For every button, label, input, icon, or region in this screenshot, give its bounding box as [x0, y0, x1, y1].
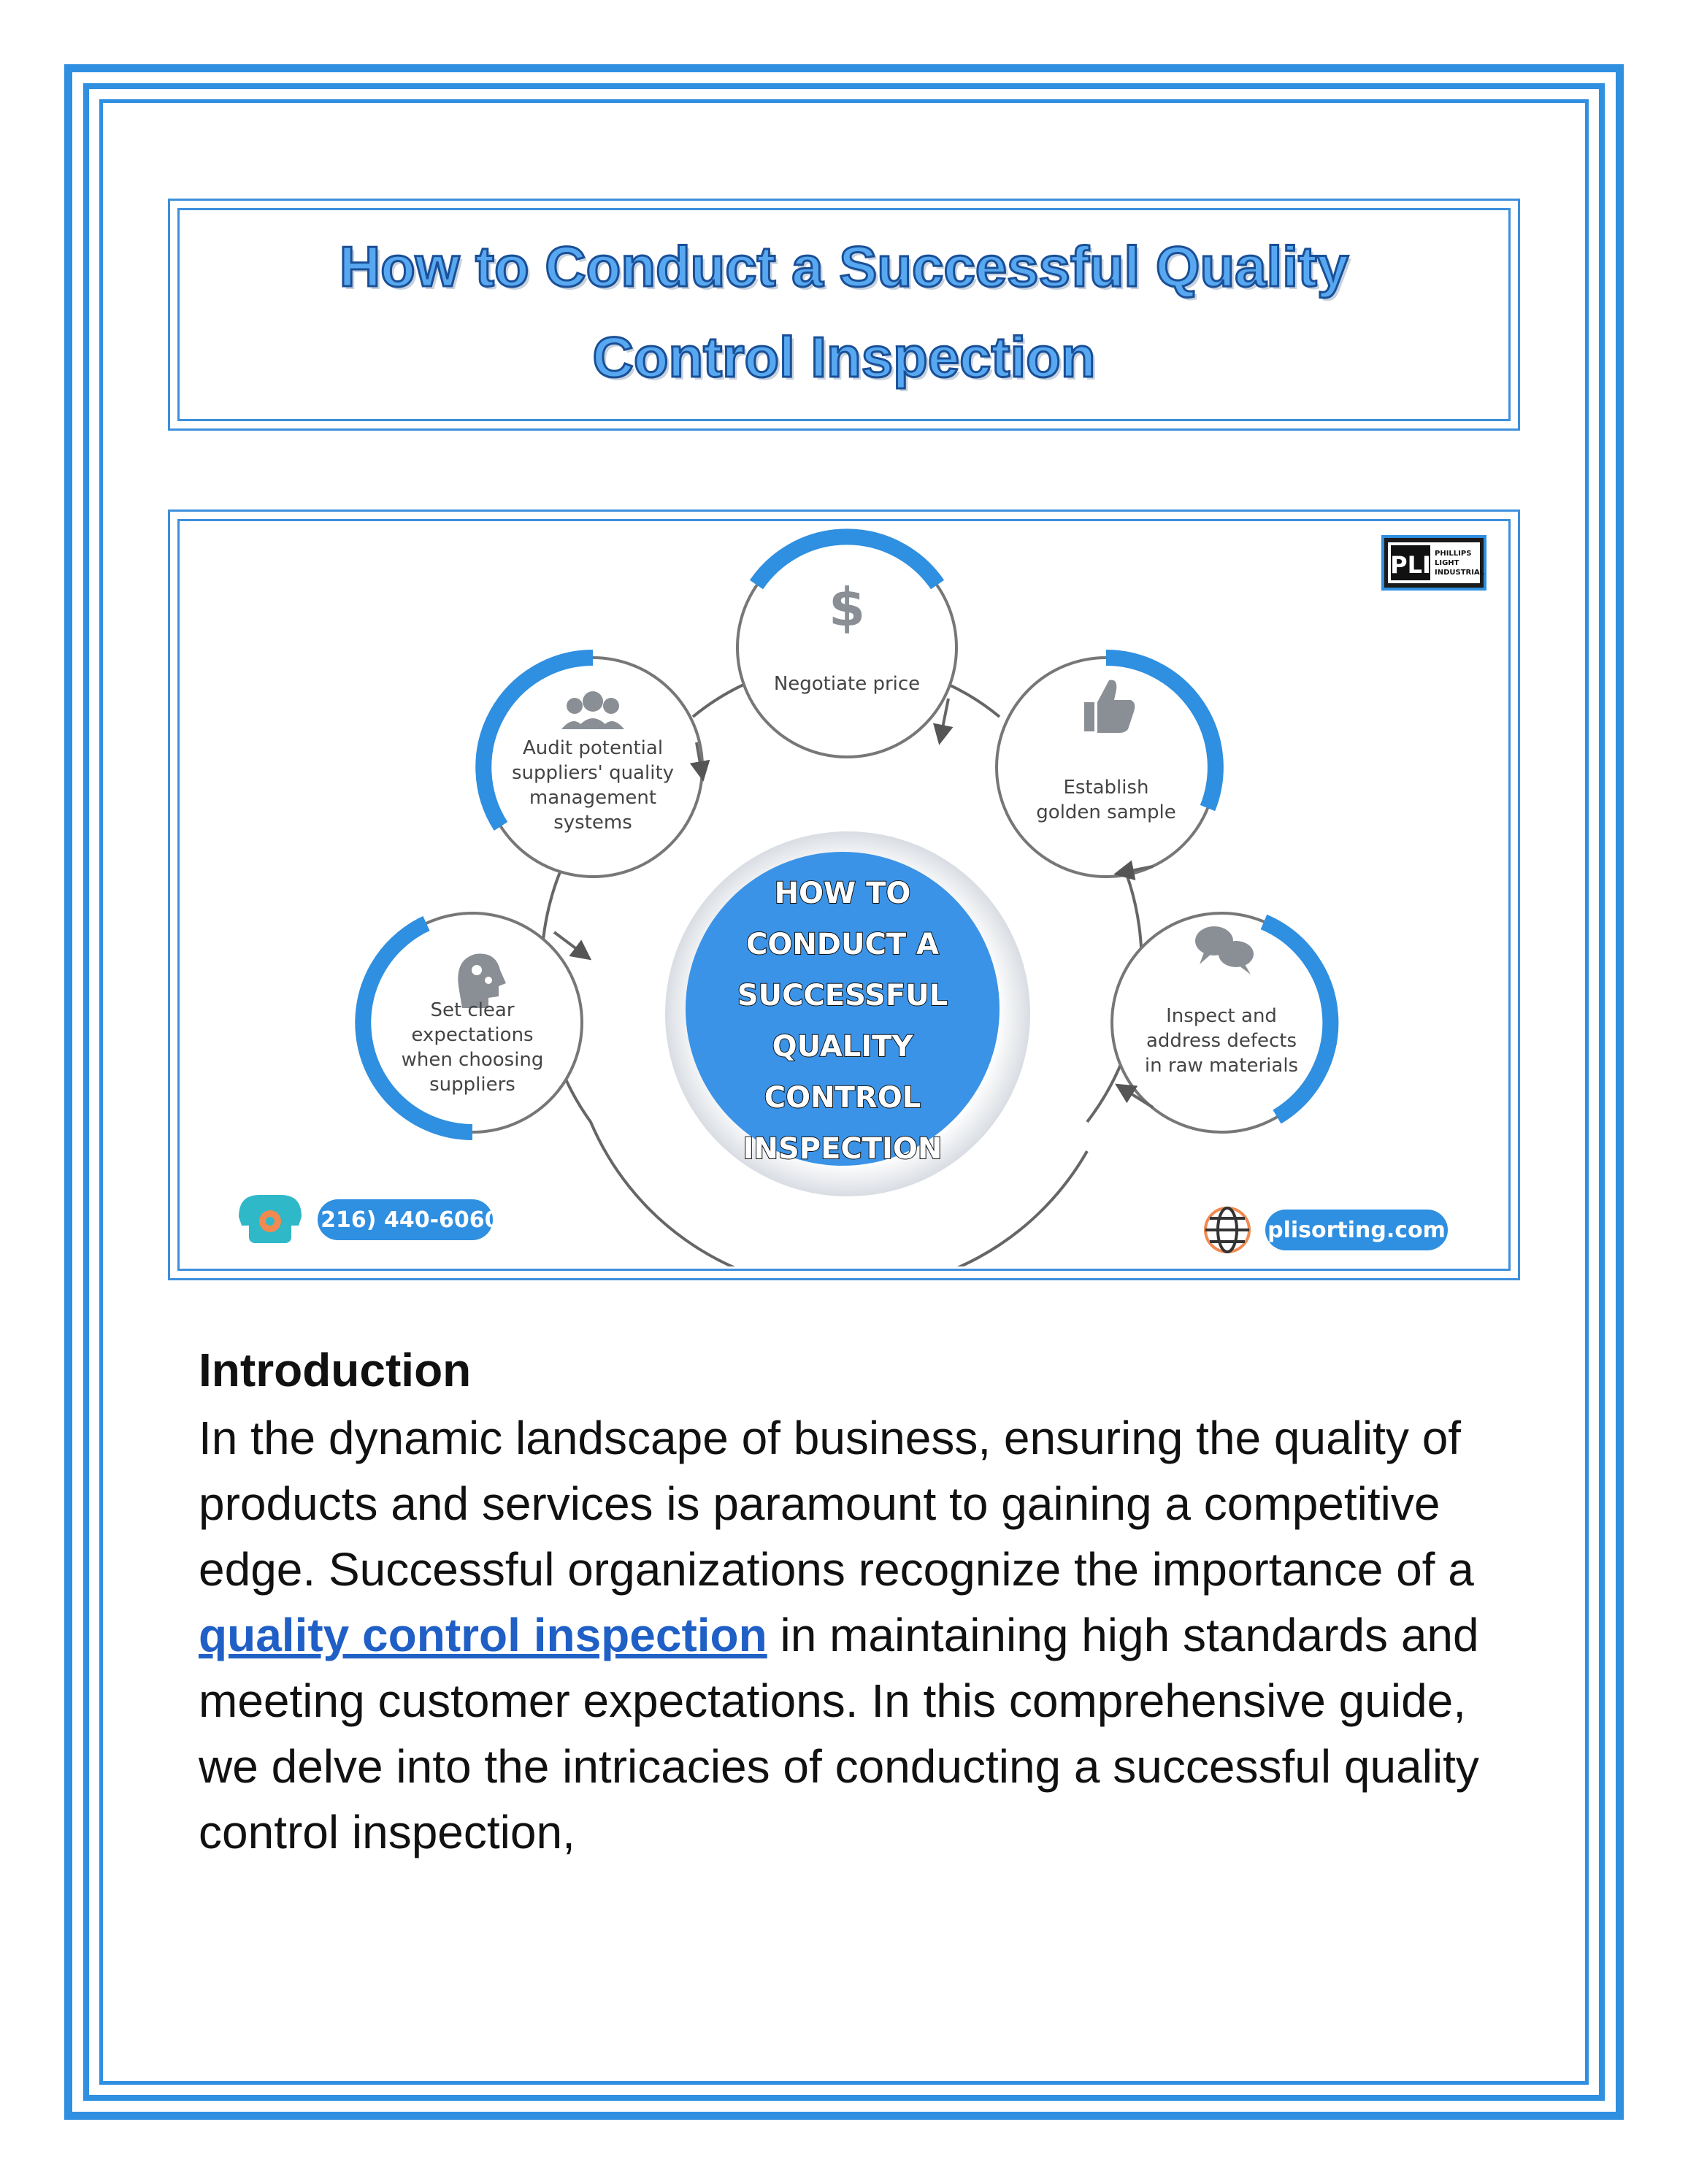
infographic-box: HOW TO CONDUCT A SUCCESSFUL QUALITY CONTROL I…: [168, 510, 1520, 1280]
infographic: HOW TO CONDUCT A SUCCESSFUL QUALITY CONTROL I…: [182, 523, 1506, 1266]
expect-label-line-3: when choosing: [402, 1049, 544, 1071]
logo-name-line-3: INDUSTRIAL: [1435, 569, 1485, 577]
quality-control-inspection-link[interactable]: quality control inspection: [199, 1609, 767, 1661]
website-pill: [1265, 1210, 1448, 1250]
inspect-label-line-1: Inspect and: [1166, 1005, 1277, 1027]
title-box: How to Conduct a Successful Quality Cont…: [168, 199, 1520, 431]
center-title-line-6: INSPECTION: [743, 1132, 943, 1166]
inspect-label-line-2: address defects: [1146, 1030, 1297, 1052]
center-title-line-5: CONTROL: [764, 1081, 921, 1115]
logo-name-line-1: PHILLIPS: [1435, 550, 1471, 558]
step-circle-golden: [995, 650, 1224, 880]
center-title-line-1: HOW TO: [775, 877, 911, 910]
audit-label-line-4: systems: [553, 812, 632, 834]
intro-paragraph: In the dynamic landscape of business, en…: [199, 1405, 1505, 1865]
phone-number: (216) 440-6060: [310, 1207, 499, 1233]
step-circle-expect: [355, 912, 592, 1140]
expect-label-line-2: expectations: [411, 1024, 533, 1046]
phone-pill: [318, 1199, 493, 1240]
logo-name-line-2: LIGHT: [1435, 559, 1459, 567]
step-circle-negotiate: [736, 528, 958, 758]
audit-label-line-2: suppliers' quality: [512, 762, 674, 784]
inspect-label-line-3: in raw materials: [1145, 1055, 1298, 1077]
negotiate-label-line-1: Negotiate price: [774, 673, 920, 695]
step-label-inspect: Inspect and address defects in raw materia…: [1145, 1005, 1298, 1077]
audit-label-line-3: management: [529, 787, 656, 809]
step-circle-inspect: [1110, 912, 1339, 1134]
expect-label-line-1: Set clear: [430, 999, 514, 1021]
dollar-icon: $: [829, 577, 865, 638]
outer-border: [64, 64, 1624, 2120]
step-circle-audit: [475, 650, 710, 878]
intro-text-after: in maintaining high standards and meetin…: [199, 1609, 1479, 1858]
middle-border: [83, 83, 1605, 2101]
people-icon: [561, 691, 624, 729]
center-title: HOW TO CONDUCT A SUCCESSFUL QUALITY CONTROL I…: [737, 876, 948, 1166]
center-title-line-3: SUCCESSFUL: [737, 979, 948, 1012]
inner-border: [99, 99, 1589, 2085]
chat-bubbles-icon: [1195, 926, 1254, 974]
title-line-2: Control Inspection: [591, 324, 1097, 391]
center-title-line-4: QUALITY: [772, 1030, 914, 1064]
logo-mark: PLI: [1390, 551, 1431, 579]
center-disc: [665, 831, 1030, 1196]
website-url: plisorting.com: [1267, 1218, 1446, 1243]
center-title-line-2: CONDUCT A: [746, 928, 939, 961]
audit-label-line-1: Audit potential: [523, 737, 663, 759]
step-label-expect: Set clear expectations when choosing suppli…: [402, 999, 544, 1096]
step-label-negotiate: Negotiate price: [774, 673, 920, 695]
title-line-1: How to Conduct a Successful Quality: [338, 234, 1350, 300]
head-gears-icon: [458, 953, 506, 1008]
expect-label-line-4: suppliers: [429, 1074, 515, 1096]
step-label-audit: Audit potential suppliers' quality managem…: [512, 737, 674, 834]
golden-label-line-2: golden sample: [1036, 801, 1175, 823]
connector-arc-left: [540, 755, 1089, 1266]
intro-text-before: In the dynamic landscape of business, en…: [199, 1412, 1474, 1596]
intro-heading: Introduction: [199, 1344, 472, 1396]
golden-label-line-1: Establish: [1063, 777, 1148, 799]
telephone-icon: [239, 1195, 302, 1243]
thumbs-up-icon: [1084, 680, 1135, 733]
page-title: How to Conduct a Successful Quality Cont…: [170, 221, 1518, 402]
globe-icon: [1204, 1207, 1251, 1253]
